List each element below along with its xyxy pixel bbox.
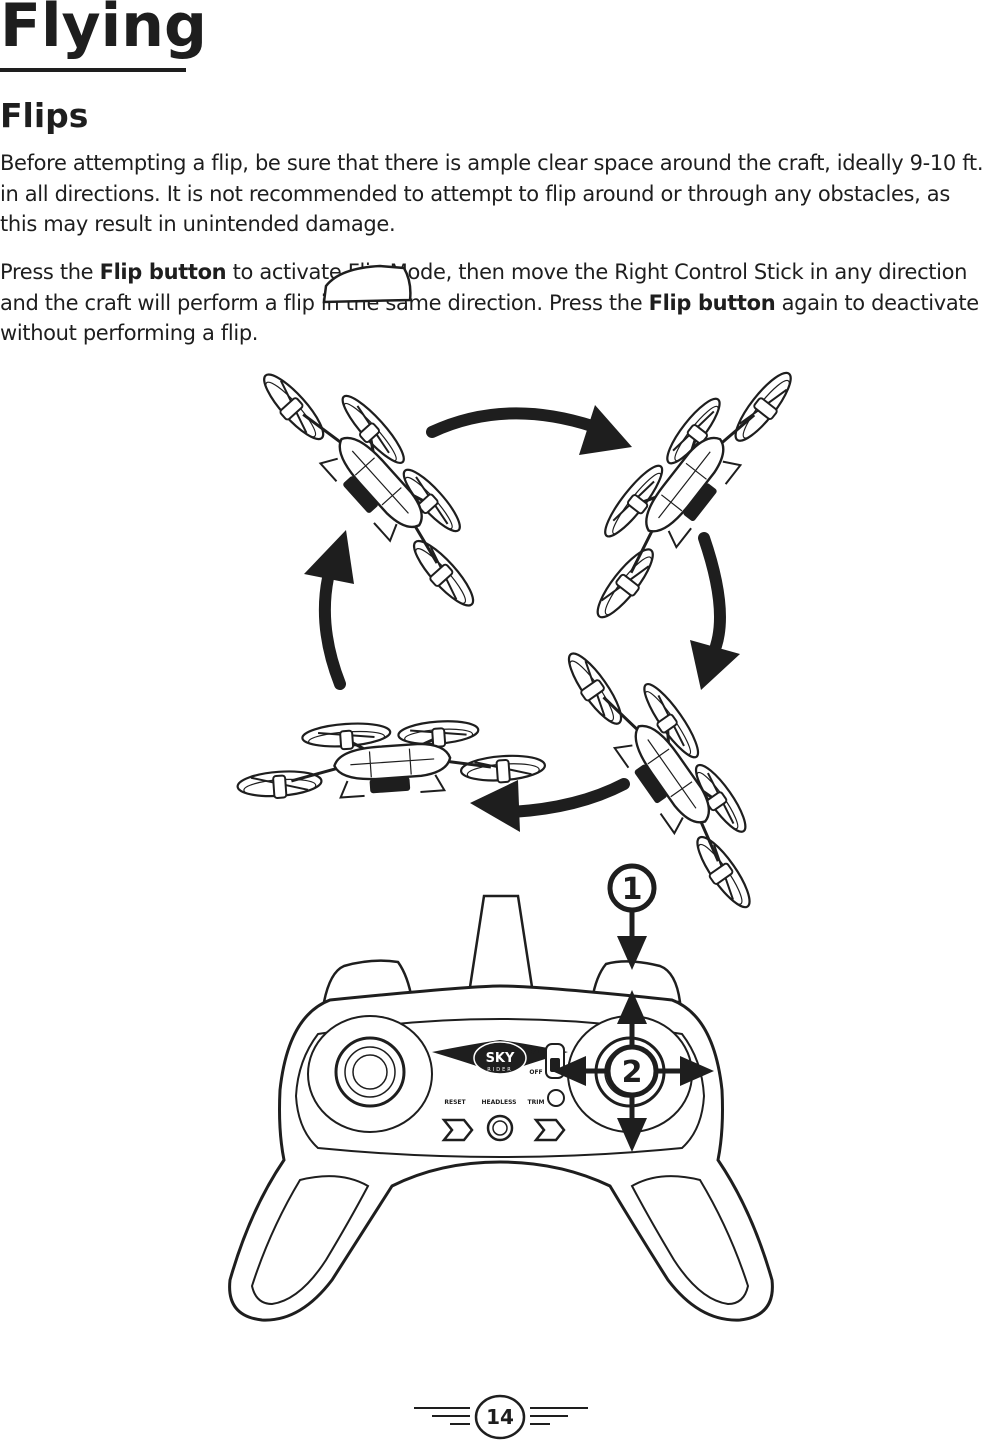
svg-text:1: 1 xyxy=(622,872,643,907)
flip-arrow-top xyxy=(426,405,632,455)
callout-2-right-stick: 2 xyxy=(552,990,714,1152)
flip-arrow-left xyxy=(304,530,354,690)
switch-on-label: ON xyxy=(531,1049,541,1056)
instructions-text-3: again to deactivate without performing a… xyxy=(0,290,979,346)
logo-sky: SKY xyxy=(486,1051,515,1066)
drone-bottom-right xyxy=(554,621,795,919)
reset-label: RESET xyxy=(444,1099,466,1106)
flip-arrow-right xyxy=(690,532,740,690)
instructions-text-1: Press the xyxy=(0,260,100,284)
title-underline xyxy=(0,68,186,72)
page-title: Flying xyxy=(0,0,207,61)
intro-paragraph: Before attempting a flip, be sure that t… xyxy=(0,151,984,236)
trim-label: TRIM xyxy=(528,1099,545,1106)
switch-off-label: OFF xyxy=(529,1069,542,1076)
drone-top-right xyxy=(554,338,805,630)
flip-button-term: Flip button xyxy=(99,260,227,284)
flip-arrow-bottom xyxy=(470,778,630,832)
logo-rider: RIDER xyxy=(487,1067,512,1073)
callout-1-flip-button: 1 xyxy=(607,863,657,970)
drone-top-left xyxy=(250,337,515,619)
flip-button-term: Flip button xyxy=(648,290,776,315)
page-number: 14 xyxy=(486,1405,514,1429)
page-number-ornament xyxy=(414,1394,588,1440)
section-title: Flips xyxy=(0,96,89,135)
svg-text:2: 2 xyxy=(622,1055,643,1090)
headless-label: HEADLESS xyxy=(481,1099,516,1106)
